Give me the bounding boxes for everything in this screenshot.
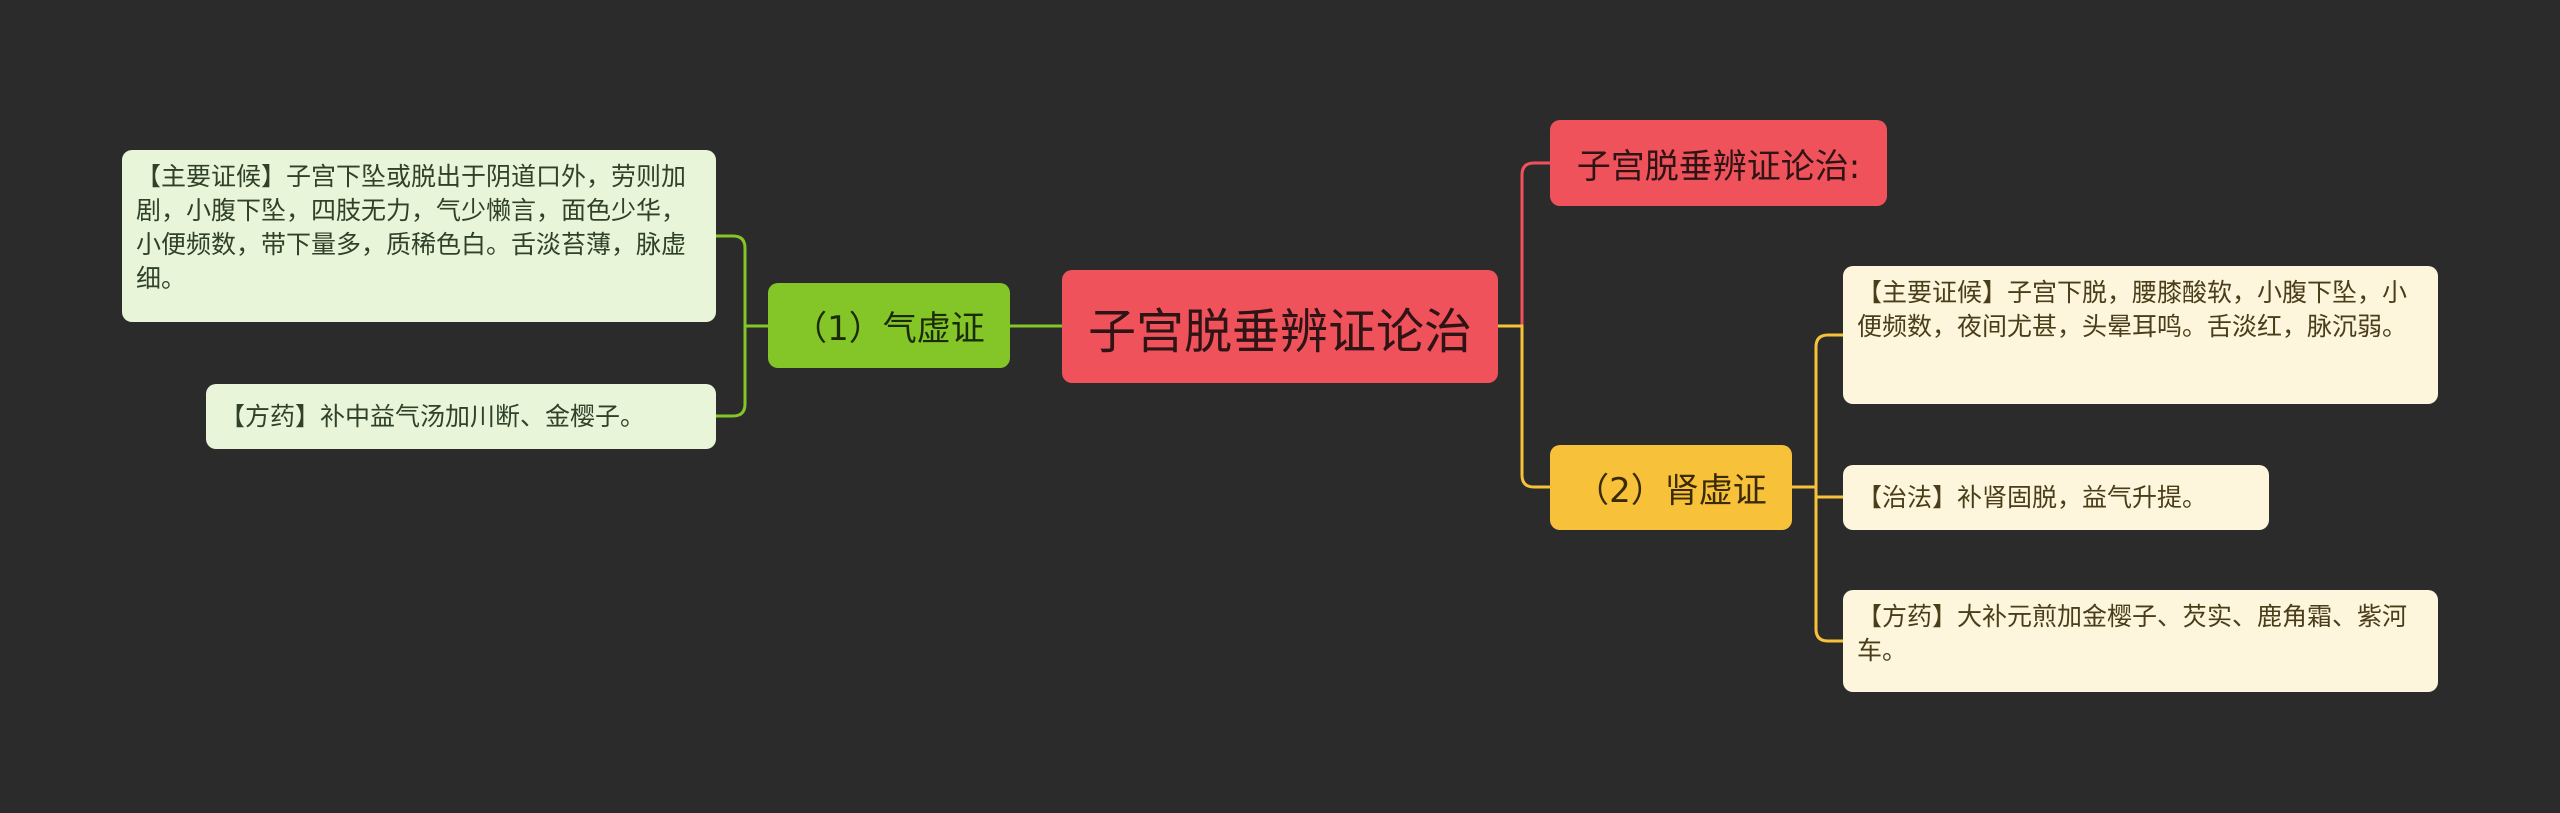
root-topic-label: 子宫脱垂辨证论治 xyxy=(1087,303,1472,360)
shen-prescription-node[interactable]: 【方药】大补元煎加金樱子、芡实、鹿角霜、紫河车。 xyxy=(1843,590,2438,692)
link-root-shen xyxy=(1498,324,1550,489)
topic-title-label: 子宫脱垂辨证论治: xyxy=(1576,146,1861,187)
link-qi-symptoms xyxy=(716,234,768,328)
shen-prescription-text: 【方药】大补元煎加金樱子、芡实、鹿角霜、紫河车。 xyxy=(1857,602,2408,665)
topic-qi-label: （1）气虚证 xyxy=(793,309,985,349)
qi-prescription-text: 【方药】补中益气汤加川断、金樱子。 xyxy=(220,401,646,431)
topic-kidney-deficiency[interactable]: （2）肾虚证 xyxy=(1550,445,1792,530)
link-shen-symptoms xyxy=(1792,333,1843,489)
topic-qi-deficiency[interactable]: （1）气虚证 xyxy=(768,283,1010,368)
root-topic[interactable]: 子宫脱垂辨证论治 xyxy=(1062,270,1498,383)
shen-treatment-text: 【治法】补肾固脱，益气升提。 xyxy=(1857,482,2208,512)
shen-treatment-node[interactable]: 【治法】补肾固脱，益气升提。 xyxy=(1843,465,2269,530)
link-root-title xyxy=(1498,161,1550,328)
shen-symptoms-node[interactable]: 【主要证候】子宫下脱，腰膝酸软，小腹下坠，小便频数，夜间尤甚，头晕耳鸣。舌淡红，… xyxy=(1843,266,2438,404)
topic-shen-label: （2）肾虚证 xyxy=(1575,471,1767,511)
link-shen-treatment xyxy=(1814,487,1843,499)
topic-title[interactable]: 子宫脱垂辨证论治: xyxy=(1550,120,1887,206)
link-qi-prescription xyxy=(716,326,747,418)
qi-symptoms-node[interactable]: 【主要证候】子宫下坠或脱出于阴道口外，劳则加剧，小腹下坠，四肢无力，气少懒言，面… xyxy=(122,150,716,322)
qi-prescription-node[interactable]: 【方药】补中益气汤加川断、金樱子。 xyxy=(206,384,716,449)
shen-symptoms-text: 【主要证候】子宫下脱，腰膝酸软，小腹下坠，小便频数，夜间尤甚，头晕耳鸣。舌淡红，… xyxy=(1857,278,2408,341)
link-shen-prescription xyxy=(1814,497,1843,643)
qi-symptoms-text: 【主要证候】子宫下坠或脱出于阴道口外，劳则加剧，小腹下坠，四肢无力，气少懒言，面… xyxy=(136,162,687,293)
